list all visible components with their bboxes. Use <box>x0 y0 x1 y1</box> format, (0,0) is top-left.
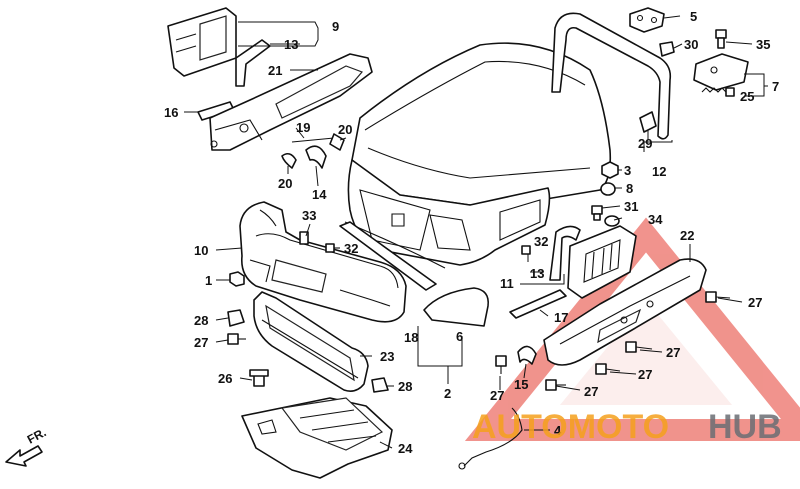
pin-part-19 <box>291 137 335 143</box>
bracket-part-33 <box>299 231 309 245</box>
label-part-4: 4 <box>554 423 562 438</box>
label-part-5: 5 <box>690 9 697 24</box>
rail-part-12 <box>551 12 672 140</box>
front-arrow-icon <box>5 445 43 467</box>
label-part-2: 2 <box>444 386 451 401</box>
bracket-part-15 <box>517 345 537 365</box>
label-part-6: 6 <box>456 329 463 344</box>
bolt-part-27c <box>545 379 566 391</box>
watermark-text-left: AUTOMOTO <box>472 408 669 446</box>
label-part-25: 25 <box>740 89 754 104</box>
label-part-1: 1 <box>205 273 212 288</box>
clip-part-20a <box>281 152 297 169</box>
label-part-18: 18 <box>404 330 418 345</box>
label-part-26: 26 <box>218 371 232 386</box>
clip-part-28b <box>371 377 389 393</box>
grille-part-21 <box>209 53 373 151</box>
label-part-13b: 13 <box>530 266 544 281</box>
front-direction-indicator: FR. <box>5 425 49 467</box>
cable-part-4 <box>458 407 523 470</box>
label-part-32a: 32 <box>344 241 358 256</box>
label-part-33: 33 <box>302 208 316 223</box>
label-part-22: 22 <box>680 228 694 243</box>
label-part-23: 23 <box>380 349 394 364</box>
collar-part-8 <box>600 182 616 196</box>
seal-part-13b <box>549 225 581 281</box>
label-part-32b: 32 <box>534 234 548 249</box>
label-part-27c: 27 <box>584 384 598 399</box>
label-part-30: 30 <box>684 37 698 52</box>
watermark: AUTOMOTO HUB <box>472 408 782 446</box>
screw-part-31 <box>591 205 603 221</box>
label-part-34: 34 <box>648 212 663 227</box>
watermark-text-right: HUB <box>708 408 782 446</box>
cover-part-6 <box>423 287 490 327</box>
label-part-8: 8 <box>626 181 633 196</box>
label-part-27b: 27 <box>490 388 504 403</box>
watermark-logo-mark <box>464 217 800 441</box>
leader-lines <box>184 15 768 449</box>
label-part-17: 17 <box>554 310 568 325</box>
label-part-15: 15 <box>514 377 528 392</box>
label-part-20a: 20 <box>278 176 292 191</box>
tray-part-24 <box>241 397 393 479</box>
label-part-12: 12 <box>652 164 666 179</box>
grille-part-23 <box>253 291 369 392</box>
label-part-27f: 27 <box>748 295 762 310</box>
lid-part-11 <box>567 225 637 299</box>
label-part-3: 3 <box>624 163 631 178</box>
screw-part-32b <box>521 245 531 255</box>
bracket-part-14 <box>305 145 327 169</box>
label-part-27e: 27 <box>666 345 680 360</box>
part-labels: 1 2 3 4 5 6 7 9 10 11 12 13 13 14 15 16 … <box>164 9 779 456</box>
label-part-14: 14 <box>312 187 327 202</box>
front-direction-label: FR. <box>25 425 49 446</box>
label-part-13a: 13 <box>284 37 298 52</box>
bolt-part-27a <box>227 333 246 345</box>
bolt-part-27d <box>595 363 621 375</box>
spring-part-25 <box>701 87 735 97</box>
label-part-24: 24 <box>398 441 413 456</box>
cover-part-22 <box>543 258 707 366</box>
label-part-10: 10 <box>194 243 208 258</box>
label-part-16: 16 <box>164 105 178 120</box>
label-part-21: 21 <box>268 63 282 78</box>
clip-part-30 <box>659 41 675 57</box>
bolt-part-27f <box>705 291 731 303</box>
washer-part-34 <box>604 215 620 227</box>
bolt-part-27e <box>625 341 653 353</box>
screw-part-1 <box>229 271 245 287</box>
seal-part-13a <box>235 39 271 87</box>
bolt-part-27b <box>495 355 507 374</box>
plate-part-7 <box>693 53 749 91</box>
trunk-body <box>344 42 612 269</box>
label-part-28a: 28 <box>194 313 208 328</box>
label-part-19: 19 <box>296 120 310 135</box>
label-part-27d: 27 <box>638 367 652 382</box>
label-part-35: 35 <box>756 37 770 52</box>
clip-part-29 <box>639 111 657 133</box>
clip-part-28a <box>227 309 245 327</box>
label-part-20b: 20 <box>338 122 352 137</box>
bumper-part-10 <box>239 201 407 323</box>
vent-part-9 <box>167 7 237 77</box>
clip-part-20b <box>329 133 345 151</box>
bolt-part-26 <box>249 369 269 387</box>
label-part-27a: 27 <box>194 335 208 350</box>
label-part-29: 29 <box>638 136 652 151</box>
nut-part-3 <box>601 161 619 179</box>
bracket-part-5 <box>629 7 665 33</box>
label-part-9: 9 <box>332 19 339 34</box>
label-part-11: 11 <box>500 276 514 291</box>
bolt-part-35 <box>715 29 727 49</box>
strip-part-17 <box>509 289 567 319</box>
strip-part-18 <box>339 221 437 291</box>
label-part-28b: 28 <box>398 379 412 394</box>
label-part-7: 7 <box>772 79 779 94</box>
label-part-31: 31 <box>624 199 638 214</box>
